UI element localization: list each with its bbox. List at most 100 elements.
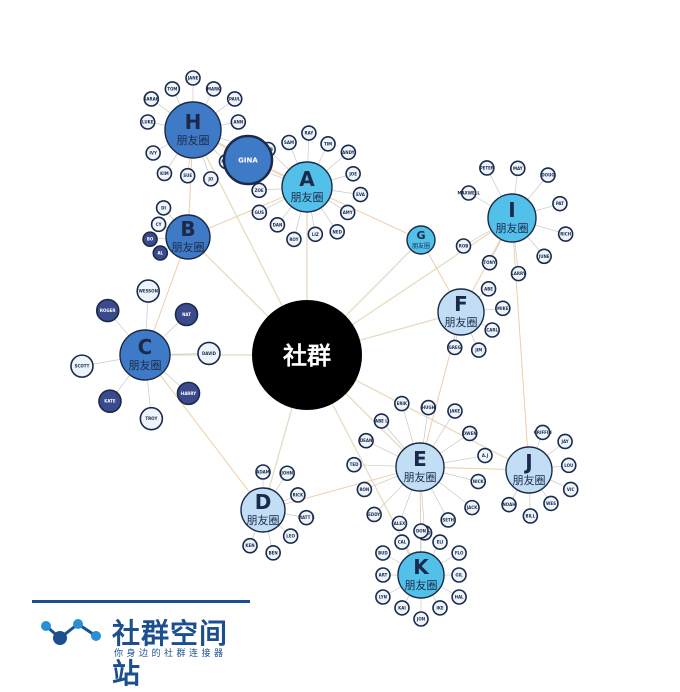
satellite-node[interactable]: EDDY (366, 506, 382, 523)
satellite-node[interactable]: JACK (464, 499, 480, 516)
satellite-node[interactable]: LOU (560, 457, 577, 474)
satellite-node[interactable]: AL (152, 245, 169, 261)
satellite-node[interactable]: IKE (432, 600, 448, 616)
satellite-node[interactable]: GIL (451, 567, 467, 583)
satellite-node[interactable]: RICH (557, 226, 574, 242)
satellite-node[interactable]: LEO (282, 528, 299, 544)
satellite-node[interactable]: JAKE (447, 403, 463, 419)
satellite-node[interactable]: IVY (145, 145, 161, 161)
satellite-node[interactable]: DAVID (197, 341, 221, 366)
satellite-node[interactable]: RICK (290, 487, 306, 503)
satellite-node[interactable]: ROY (286, 231, 302, 248)
satellite-node[interactable]: LUKE (139, 114, 156, 130)
satellite-node[interactable]: DAN (269, 217, 286, 233)
satellite-node[interactable]: DEAN (358, 432, 374, 449)
satellite-node[interactable]: HARRY (176, 381, 201, 406)
satellite-node[interactable]: KATE (98, 389, 122, 414)
satellite-node[interactable]: JOE (345, 165, 361, 182)
satellite-node[interactable]: MAXWELL (457, 185, 480, 201)
satellite-node[interactable]: ALEX (391, 515, 408, 532)
satellite-node[interactable]: LARRY (510, 265, 527, 282)
satellite-node[interactable]: JOHN (279, 465, 295, 482)
satellite-node[interactable]: GRIFFIN (534, 424, 552, 441)
satellite-node[interactable]: RON (356, 481, 373, 498)
satellite-node[interactable]: JIM (470, 342, 487, 358)
satellite-node[interactable]: BUD (375, 545, 391, 561)
satellite-node[interactable]: TED (346, 456, 362, 473)
satellite-node[interactable]: DON (413, 523, 429, 539)
satellite-node[interactable]: MATT S (298, 509, 315, 526)
satellite-node[interactable]: HUGH (420, 399, 437, 416)
satellite-node[interactable]: MARK (205, 81, 222, 97)
satellite-node[interactable]: LYN (375, 589, 391, 605)
satellite-node[interactable]: NED (329, 223, 345, 240)
satellite-node[interactable]: FLO (451, 545, 467, 561)
satellite-node[interactable]: PETER (479, 160, 495, 176)
satellite-node[interactable]: KIM (156, 165, 173, 182)
satellite-node[interactable]: SUE (179, 167, 196, 184)
satellite-node[interactable]: BO (142, 231, 158, 248)
satellite-node[interactable]: JUNE (536, 248, 552, 265)
hub-node[interactable]: 社群 (252, 300, 362, 410)
satellite-node[interactable]: JON (413, 611, 429, 627)
satellite-node[interactable]: ANN (230, 114, 247, 130)
satellite-node[interactable]: RAY (301, 125, 317, 141)
satellite-node[interactable]: SARAH (143, 91, 160, 107)
satellite-node[interactable]: JANE (185, 70, 201, 86)
satellite-node[interactable]: PAT (552, 195, 568, 212)
satellite-node[interactable]: BILL (522, 508, 539, 524)
satellite-node[interactable]: NAT (174, 302, 199, 327)
satellite-node[interactable]: KEN (242, 537, 258, 554)
gina-node[interactable]: GINA (222, 134, 274, 186)
satellite-node[interactable]: SCOTT (70, 354, 94, 378)
satellite-node[interactable]: ROGER (95, 298, 120, 323)
satellite-node[interactable]: BEN (265, 545, 281, 561)
satellite-node[interactable]: JAY (557, 433, 573, 450)
satellite-node[interactable]: ART (375, 567, 391, 583)
satellite-node[interactable]: PAUL (226, 91, 243, 107)
satellite-node[interactable]: HAL (451, 589, 467, 605)
satellite-node[interactable]: CAL (394, 534, 410, 550)
satellite-node[interactable]: ANDY (340, 144, 357, 161)
satellite-node[interactable]: NOAH (501, 496, 517, 513)
satellite-node[interactable]: A.J (477, 447, 493, 464)
satellite-node[interactable]: ZOE (251, 182, 267, 199)
satellite-node[interactable]: ELI (432, 534, 448, 550)
satellite-node[interactable]: ABE L (373, 413, 390, 429)
satellite-node[interactable]: SAM (281, 134, 297, 151)
satellite-node[interactable]: EVA (352, 186, 369, 203)
satellite-node[interactable]: OWEN (461, 425, 478, 442)
satellite-node[interactable]: TROY (139, 406, 164, 431)
satellite-node[interactable]: NICK (470, 473, 487, 490)
satellite-node[interactable]: ERIK (394, 395, 410, 412)
satellite-node[interactable]: ADAM (255, 464, 271, 480)
satellite-node[interactable]: LIZ (307, 226, 324, 243)
satellite-node[interactable]: TONY (481, 254, 498, 271)
satellite-node[interactable]: GREG (446, 339, 463, 356)
satellite-node[interactable]: AMY (339, 204, 356, 221)
satellite-node[interactable]: TIM (320, 136, 336, 152)
satellite-node[interactable]: CARL (484, 322, 500, 338)
satellite-node[interactable]: GUS (251, 204, 268, 221)
satellite-node[interactable]: WESSON (136, 279, 160, 303)
satellite-node[interactable]: DOUG (540, 167, 556, 183)
satellite-node[interactable]: MAY (510, 160, 526, 177)
satellite-node[interactable]: SETH (440, 512, 456, 528)
satellite-node[interactable]: KAI (394, 600, 410, 616)
satellite-node[interactable]: ABE (480, 281, 497, 297)
satellite-node[interactable]: ROB (455, 238, 472, 254)
satellite-node[interactable]: VIC (562, 481, 579, 498)
satellite-node[interactable]: MIKE (495, 300, 511, 317)
satellite-node[interactable]: CY (150, 216, 167, 233)
